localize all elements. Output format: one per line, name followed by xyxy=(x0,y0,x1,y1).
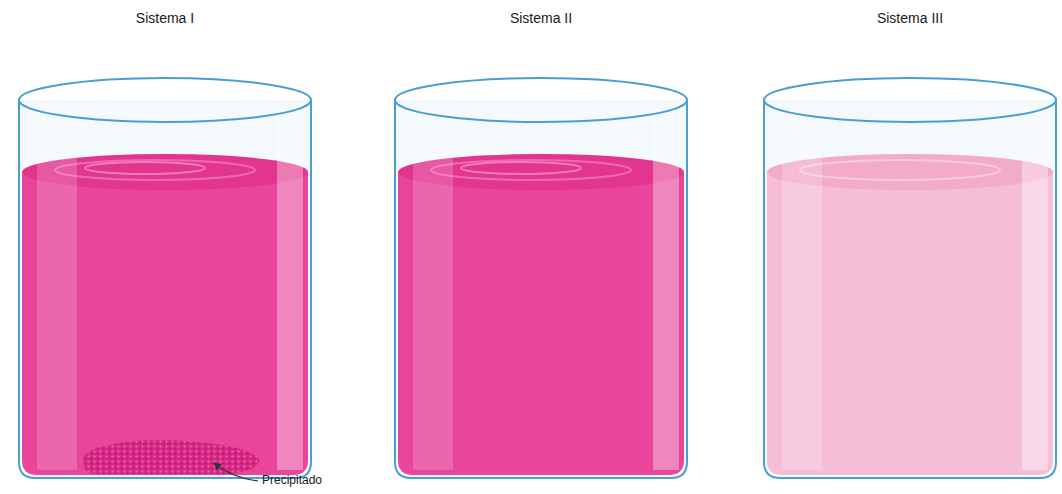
beaker xyxy=(764,78,1056,478)
beaker xyxy=(19,78,311,478)
system-title: Sistema III xyxy=(877,10,943,26)
system-title: Sistema I xyxy=(136,10,194,26)
callout-label: Precipitado xyxy=(262,473,322,487)
system-title: Sistema II xyxy=(510,10,572,26)
beaker xyxy=(395,78,687,478)
leader-line xyxy=(214,463,258,481)
